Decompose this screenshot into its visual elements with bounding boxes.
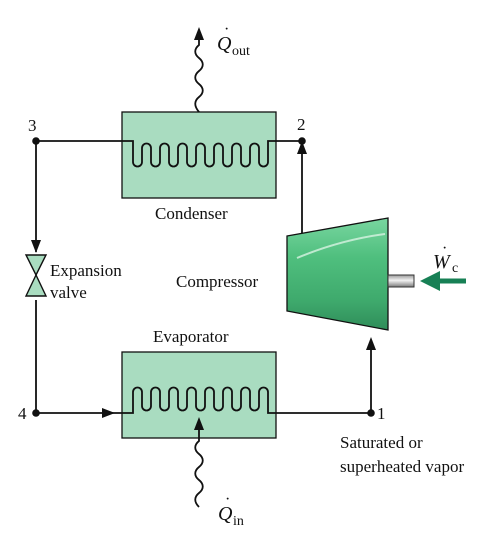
compressor-label: Compressor: [176, 272, 259, 291]
q-out-symbol: Q: [217, 33, 232, 55]
state-note-line2: superheated vapor: [340, 457, 464, 476]
arrow-into-compressor-icon: [366, 337, 376, 350]
state-label-3: 3: [28, 116, 37, 135]
evaporator-label: Evaporator: [153, 327, 229, 346]
piping: [35, 140, 372, 414]
state-nodes: [32, 137, 375, 417]
shaft-icon: [387, 274, 415, 288]
state-label-2: 2: [297, 115, 306, 134]
condenser-label: Condenser: [155, 204, 228, 223]
q-in-dot: ·: [225, 491, 230, 508]
arrow-into-condenser-state2-icon: [297, 141, 307, 154]
state-node-4: [32, 409, 40, 417]
w-c-symbol: W: [433, 251, 452, 273]
wavy-arrow-up-icon: [194, 417, 204, 508]
evaporator-coil: [122, 386, 276, 414]
q-in-symbol: Q: [218, 503, 233, 525]
flow-arrows: [31, 141, 376, 418]
state-label-4: 4: [18, 404, 27, 423]
q-in-subscript: in: [233, 514, 244, 529]
arrow-into-evaporator-icon: [102, 408, 115, 418]
arrow-left-icon: [420, 271, 466, 291]
state-label-1: 1: [377, 404, 386, 423]
arrow-down-to-valve-icon: [31, 240, 41, 253]
state-node-3: [32, 137, 40, 145]
w-c-subscript: c: [452, 261, 458, 276]
expansion-valve-label-line2: valve: [50, 283, 87, 302]
w-c-dot: ·: [442, 240, 447, 257]
condenser-coil: [122, 140, 276, 168]
q-out-subscript: out: [232, 44, 250, 59]
expansion-valve-label-line1: Expansion: [50, 261, 122, 280]
state-note-line1: Saturated or: [340, 433, 423, 452]
compressor: [286, 217, 415, 331]
state-node-1: [367, 409, 375, 417]
valve-icon: [24, 254, 48, 297]
state-node-2: [298, 137, 306, 145]
q-out-dot: ·: [224, 21, 229, 38]
wavy-arrow-up-icon: [194, 27, 204, 113]
condenser-box: [121, 111, 277, 199]
